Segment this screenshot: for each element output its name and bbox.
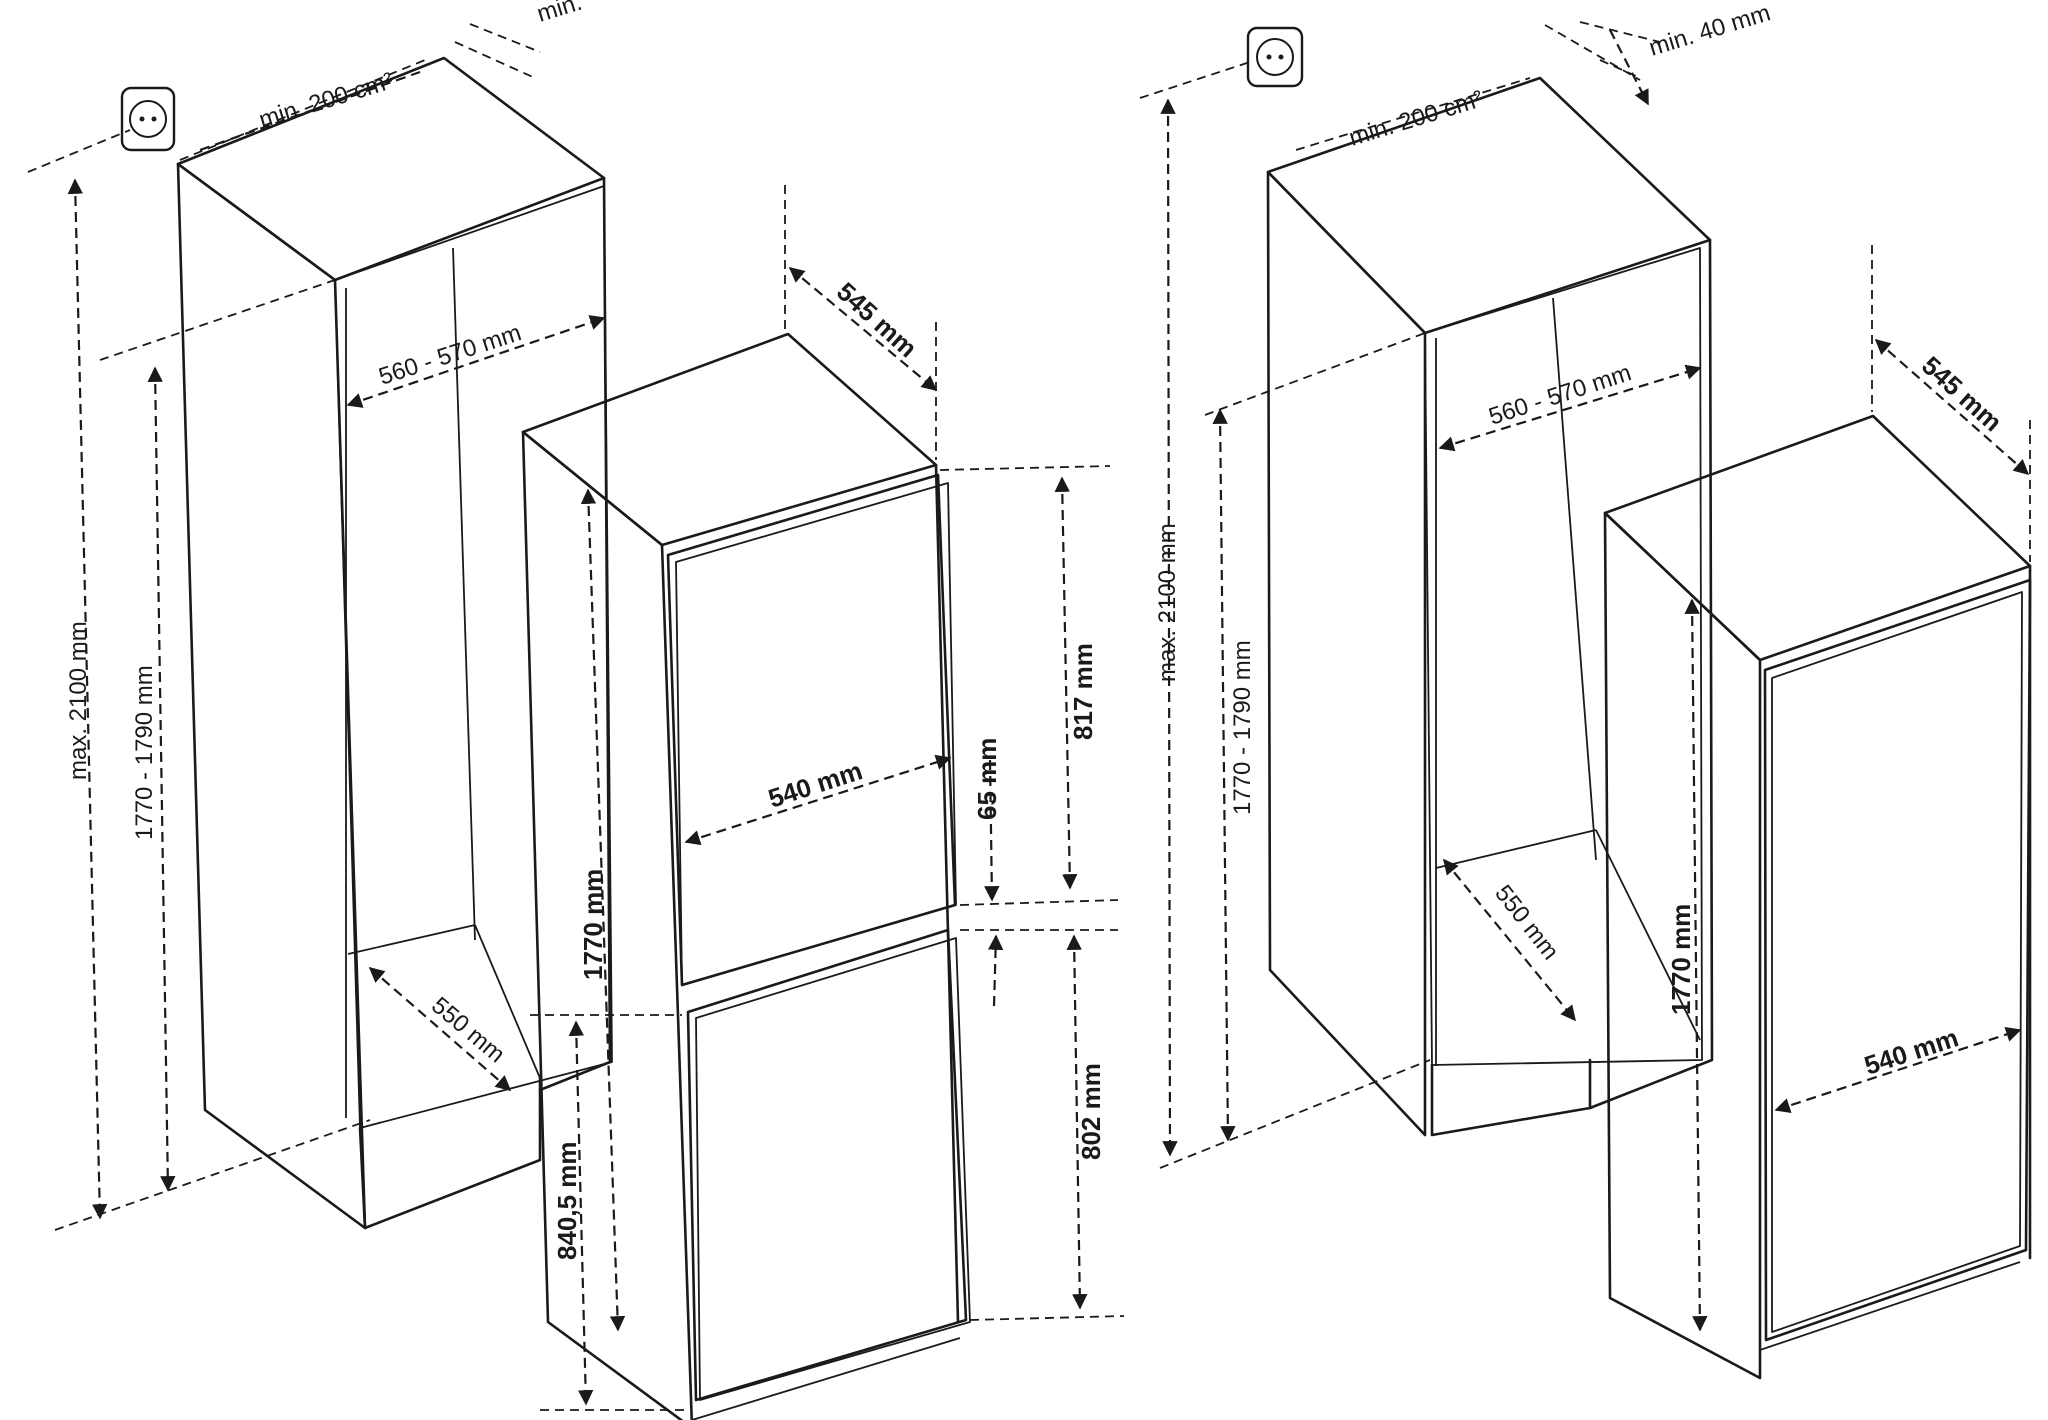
right-max-height-label: max. 2100 mm <box>1154 523 1181 682</box>
left-fridge-labels: 545 mm 1770 mm 540 mm 817 mm 65 mm 802 m… <box>552 276 1106 1260</box>
left-niche-labels: min. 200 cm² min. max. 2100 mm 1770 - 17… <box>65 0 585 1068</box>
right-vent-gap-label: min. 40 mm <box>1646 0 1774 62</box>
left-bottom-section-height-label: 840,5 mm <box>552 1141 582 1260</box>
right-appliance-width-label: 540 mm <box>1861 1022 1962 1080</box>
left-top-door-height-label: 817 mm <box>1068 643 1098 740</box>
socket-icon <box>1246 26 1304 88</box>
left-appliance-width-label: 540 mm <box>765 755 866 813</box>
right-niche-depth-label: 550 mm <box>1489 880 1564 965</box>
left-max-height-label: max. 2100 mm <box>65 621 92 780</box>
left-fridge-freezer <box>521 332 971 1420</box>
left-vent-gap-label: min. <box>534 0 585 28</box>
right-refrigerator-labels: 545 mm 1770 mm 540 mm <box>1666 350 2008 1081</box>
right-appliance-depth-label: 545 mm <box>1916 350 2008 437</box>
left-door-gap-label: 65 mm <box>972 738 1002 820</box>
left-niche-cabinet <box>176 56 613 1230</box>
right-niche-labels: min. 200 cm² min. 40 mm max. 2100 mm 177… <box>1154 0 1774 965</box>
left-niche-height-label: 1770 - 1790 mm <box>131 665 158 840</box>
right-refrigerator-dimensions <box>1684 245 2031 1332</box>
right-niche-dimensions <box>1139 21 1702 1169</box>
right-niche-cabinet <box>1266 76 1714 1137</box>
right-refrigerator <box>1603 414 2032 1380</box>
left-niche-dimensions <box>27 23 606 1231</box>
left-niche-depth-label: 550 mm <box>426 992 510 1068</box>
left-appliance-depth-label: 545 mm <box>831 276 923 363</box>
right-niche-height-label: 1770 - 1790 mm <box>1229 640 1256 815</box>
socket-icon <box>120 86 176 152</box>
left-appliance-height-label: 1770 mm <box>578 869 608 980</box>
left-bottom-door-height-label: 802 mm <box>1076 1063 1106 1160</box>
right-vent-area-label: min. 200 cm² <box>1346 85 1487 151</box>
right-appliance-height-label: 1770 mm <box>1666 904 1696 1015</box>
left-vent-area-label: min. 200 cm² <box>256 67 397 133</box>
left-niche-width-label: 560 - 570 mm <box>376 319 525 390</box>
left-fridge-dimensions <box>530 185 1125 1411</box>
